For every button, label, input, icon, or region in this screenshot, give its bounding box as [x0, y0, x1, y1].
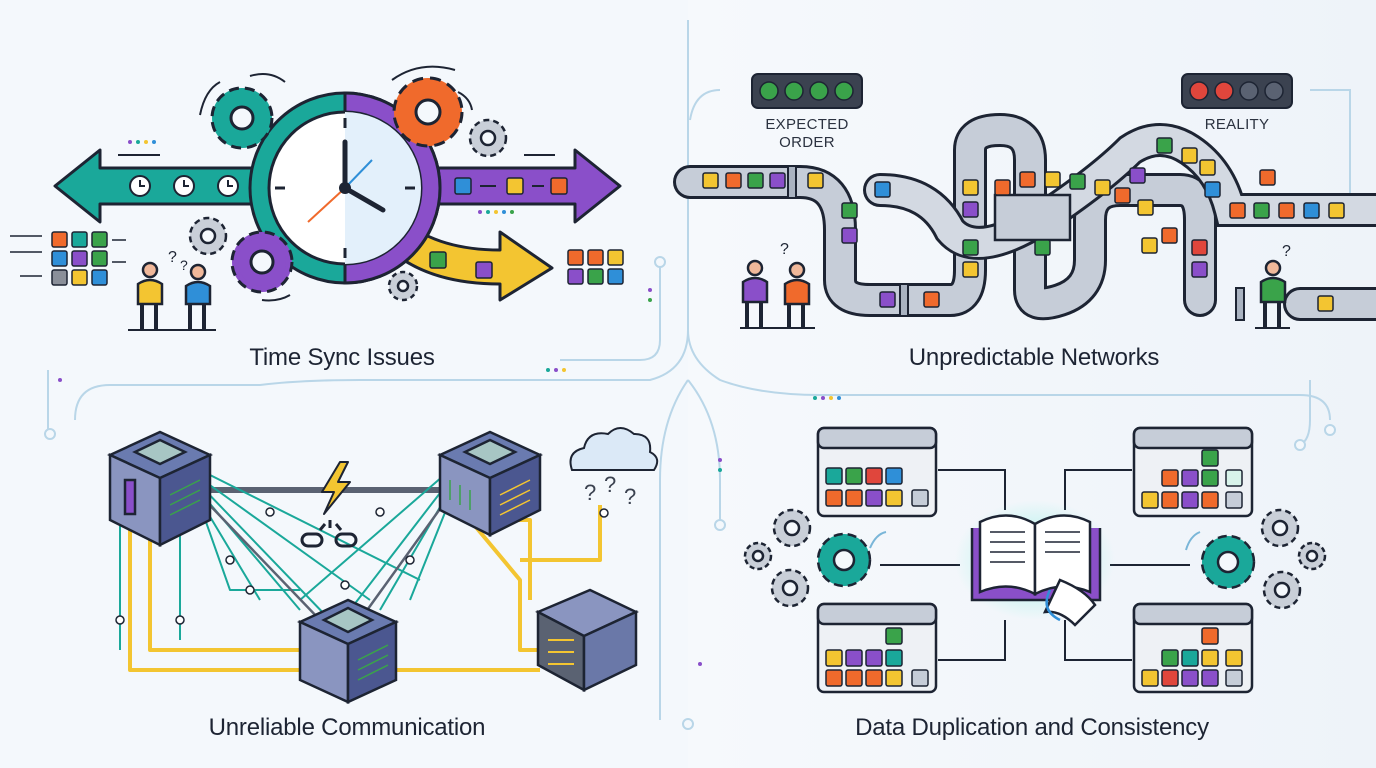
person-icon: [184, 263, 212, 330]
gear-icon: [210, 86, 274, 150]
svg-text:?: ?: [180, 257, 188, 273]
person-icon: [741, 259, 769, 328]
gear-icon: [392, 76, 464, 148]
gear-icon: [468, 118, 508, 158]
data-block-icon: [1132, 602, 1254, 694]
server-icon: [107, 430, 213, 548]
server-icon: [535, 588, 639, 693]
data-block-icon: [816, 426, 938, 518]
broken-link-icon: [300, 520, 358, 548]
book-icon: [970, 514, 1102, 627]
gear-icon: [387, 270, 419, 302]
traffic-light-icon: [751, 73, 863, 109]
data-block-icon: [1132, 426, 1254, 518]
small-clock-icons: [129, 175, 239, 197]
gear-icon: [772, 508, 812, 548]
gear-icon: [1297, 541, 1327, 571]
gear-icon: [1262, 570, 1302, 610]
expected-order-label: EXPECTED ORDER: [752, 116, 862, 152]
gear-icon: [770, 568, 810, 608]
panel-time-sync: ? ?: [10, 65, 624, 331]
server-icon: [296, 598, 400, 704]
gear-icon: [1200, 534, 1256, 590]
svg-text:?: ?: [168, 249, 177, 266]
data-block-icon: [567, 249, 624, 285]
panel-title-unreliable-communication: Unreliable Communication: [208, 714, 486, 741]
gear-icon: [743, 541, 773, 571]
circuit-nodes: [44, 256, 1336, 730]
svg-text:?: ?: [584, 480, 596, 505]
panel-title-time-sync: Time Sync Issues: [249, 344, 435, 371]
cloud-icon: [569, 427, 659, 471]
reality-label: REALITY: [1204, 116, 1270, 133]
gear-icon: [188, 216, 228, 256]
person-icon: [783, 261, 811, 328]
gear-icon: [230, 230, 294, 294]
panel-title-data-duplication: Data Duplication and Consistency: [855, 714, 1209, 741]
person-icon: [136, 261, 164, 330]
svg-text:?: ?: [624, 484, 636, 509]
data-block-icon: [702, 137, 1345, 312]
panel-unpredictable-networks: ? ?: [673, 73, 1376, 329]
gear-icon: [816, 532, 872, 588]
svg-text:?: ?: [780, 241, 789, 258]
decor-dots: [58, 140, 841, 666]
data-block-icon: [816, 602, 938, 694]
svg-text:?: ?: [1282, 243, 1291, 260]
server-icon: [437, 430, 543, 538]
panel-title-unpredictable-networks: Unpredictable Networks: [908, 344, 1160, 371]
clock-icon: [248, 91, 442, 285]
expected-label-line2: ORDER: [779, 134, 835, 151]
traffic-light-icon: [1181, 73, 1293, 109]
person-icon: [1259, 259, 1287, 328]
panel-unreliable-communication: ? ? ?: [107, 427, 659, 704]
lightning-icon: [321, 461, 351, 515]
panel-data-duplication: [743, 426, 1327, 694]
gear-icon: [1260, 508, 1300, 548]
expected-label-line1: EXPECTED: [765, 116, 849, 133]
data-block-icon: [51, 231, 108, 286]
svg-text:?: ?: [604, 472, 616, 497]
